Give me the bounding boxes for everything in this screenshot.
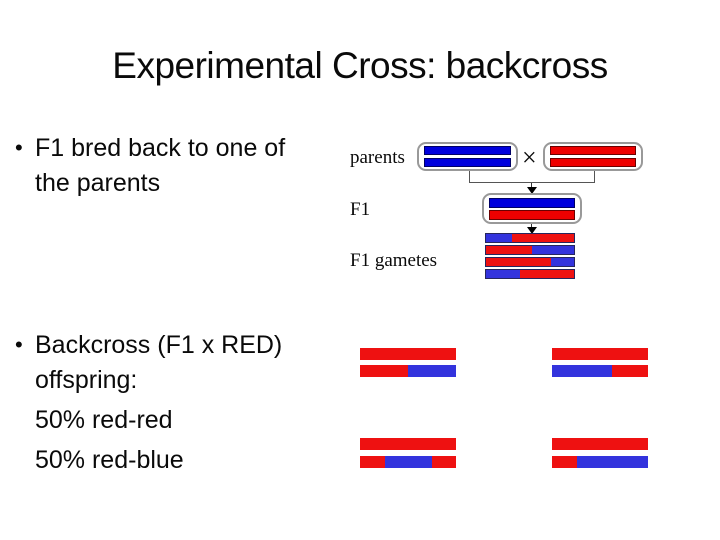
connector-stem (531, 224, 532, 229)
bullet2-line1: Backcross (F1 x RED) (35, 331, 283, 359)
down-arrow-icon (527, 227, 537, 234)
bullet2-marker: • (15, 332, 23, 357)
cross-symbol: × (522, 143, 537, 172)
parents-connector-bracket (469, 171, 595, 183)
chromosome-bar (552, 348, 648, 360)
offspring-pair-3 (360, 438, 456, 468)
parent-red-box (543, 142, 643, 171)
chromosome-bar (489, 209, 575, 220)
chromosome-bar (550, 158, 636, 167)
bullet2-line2: offspring: (35, 366, 138, 394)
offspring-pair-2 (552, 348, 648, 377)
bullet1-marker: • (15, 135, 23, 160)
chromosome-bar (550, 146, 636, 155)
parents-label: parents (350, 147, 405, 168)
chromosome-bar (360, 438, 456, 450)
offspring-pair-4 (552, 438, 648, 468)
chromosome-bar (360, 456, 456, 468)
bullet1-line2: the parents (35, 169, 161, 197)
parent-blue-box (417, 142, 518, 171)
chromosome-bar (552, 365, 648, 377)
gamete-bar (485, 269, 575, 279)
gamete-bar (485, 257, 575, 267)
bullet2-line4: 50% red-blue (35, 446, 184, 474)
page-title: Experimental Cross: backcross (112, 45, 608, 86)
gamete-bar (485, 233, 575, 243)
bullet1-line1: F1 bred back to one of (35, 134, 286, 162)
chromosome-bar (360, 365, 456, 377)
gamete-bar (485, 245, 575, 255)
f1-gametes-stack (485, 233, 575, 281)
connector-stem (531, 183, 532, 189)
f1-label: F1 (350, 199, 371, 220)
down-arrow-icon (527, 187, 537, 194)
offspring-pair-1 (360, 348, 456, 377)
chromosome-bar (489, 197, 575, 208)
bullet2-line3: 50% red-red (35, 406, 173, 434)
chromosome-bar (424, 146, 511, 155)
chromosome-bar (552, 438, 648, 450)
f1-gametes-label: F1 gametes (350, 250, 438, 271)
chromosome-bar (424, 158, 511, 167)
chromosome-bar (360, 348, 456, 360)
f1-box (482, 193, 582, 224)
chromosome-bar (552, 456, 648, 468)
